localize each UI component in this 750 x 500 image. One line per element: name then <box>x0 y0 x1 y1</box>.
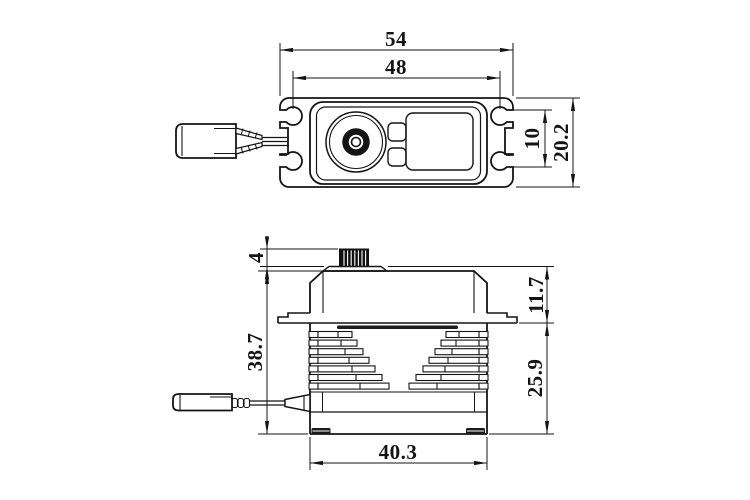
fin-bar <box>440 339 480 347</box>
arrowhead <box>264 421 270 434</box>
arrowhead <box>544 266 550 280</box>
flange-right-tab <box>487 312 518 323</box>
dim-label-overall-width: 20.2 <box>549 123 573 162</box>
fin-bar <box>317 365 376 373</box>
case-body-outer <box>309 101 488 185</box>
cooling-fins-right <box>408 330 489 390</box>
dim-label-total-height: 38.7 <box>243 333 267 372</box>
arrowhead <box>264 271 270 284</box>
dim-label-hole-offset: 10 <box>520 128 544 150</box>
connector-plug-side <box>172 393 233 412</box>
arrowhead <box>280 47 293 53</box>
dim-hole-spacing <box>292 71 501 109</box>
fin-bar <box>317 330 353 339</box>
fin-cap <box>308 373 319 382</box>
dim-label-body-length: 40.3 <box>379 440 418 464</box>
fin-bar <box>317 348 364 356</box>
cooling-fins-left <box>308 330 390 390</box>
rubber-feet <box>311 428 485 435</box>
fin-bar <box>445 330 480 339</box>
wire-crimp-ticks <box>240 128 258 154</box>
fin-cap <box>478 330 489 339</box>
fin-bar <box>408 382 480 390</box>
fin-cap <box>308 348 319 356</box>
dim-label-spline-height: 4 <box>244 252 268 263</box>
dim-label-upper-height: 11.7 <box>524 276 548 314</box>
spline-teeth <box>343 250 367 266</box>
output-bearing-inner <box>328 114 384 170</box>
arrowhead <box>544 310 550 323</box>
arrowhead <box>500 47 513 53</box>
dim-label-lower-height: 25.9 <box>523 359 547 398</box>
spline-gear-ring <box>342 128 370 156</box>
connector-lead <box>175 123 289 159</box>
fin-cap <box>308 356 319 364</box>
wire-rib <box>237 397 245 409</box>
dim-hole-offset <box>513 109 552 168</box>
fin-cap <box>308 330 319 339</box>
arrowhead <box>544 323 550 336</box>
fin-cap <box>308 382 319 390</box>
fin-cap <box>478 356 489 364</box>
arrowhead <box>474 460 487 466</box>
fin-cap <box>478 382 489 390</box>
fin-cap <box>478 339 489 347</box>
dim-overall-length <box>279 43 514 96</box>
fin-cap <box>478 348 489 356</box>
fin-cap <box>308 365 319 373</box>
arrowhead <box>570 98 576 111</box>
wire-grommet <box>284 393 311 413</box>
top-view: 54 48 10 20.2 <box>175 27 580 188</box>
wire-bundle <box>262 136 289 147</box>
fin-bar <box>422 365 480 373</box>
flange-left-tab <box>277 312 310 323</box>
fin-bar <box>317 339 358 347</box>
dim-spline-height <box>260 236 338 434</box>
fin-cap <box>478 373 489 382</box>
arrowhead <box>487 75 500 81</box>
output-bearing-outer <box>325 111 387 173</box>
fin-bar <box>317 382 390 390</box>
arrowhead <box>570 174 576 187</box>
fin-bar <box>415 373 480 382</box>
arrowhead <box>264 236 270 249</box>
connector-plug <box>175 123 237 159</box>
fin-cap <box>308 339 319 347</box>
fin-bar <box>434 348 480 356</box>
dim-upper-height <box>388 266 554 434</box>
case-gasket <box>337 325 458 329</box>
arrowhead <box>542 154 548 167</box>
mounting-flange-side <box>277 312 518 324</box>
upper-case-outline <box>309 270 488 313</box>
spline-center-hole <box>350 136 362 148</box>
arrowhead <box>293 75 306 81</box>
dim-label-hole-spacing: 48 <box>385 55 407 79</box>
arrowhead <box>310 460 323 466</box>
fin-bar <box>317 356 370 364</box>
fin-cap <box>478 365 489 373</box>
fin-bar <box>317 373 383 382</box>
side-view: 4 38.7 11.7 25.9 <box>172 236 554 470</box>
dim-body-length <box>309 437 488 470</box>
dim-lower-height <box>489 323 554 435</box>
dim-total-height <box>258 270 324 435</box>
lead-wire-side <box>172 393 311 413</box>
case-body-inner <box>315 106 482 181</box>
fin-bar <box>428 356 480 364</box>
arrowhead <box>542 110 548 123</box>
arrowhead <box>544 421 550 434</box>
output-spline <box>339 248 369 268</box>
case-label-panel <box>405 112 474 171</box>
wire-rib <box>243 397 251 409</box>
dim-overall-width <box>516 97 580 188</box>
output-shaft <box>325 111 387 173</box>
dim-label-overall-length: 54 <box>385 27 407 51</box>
